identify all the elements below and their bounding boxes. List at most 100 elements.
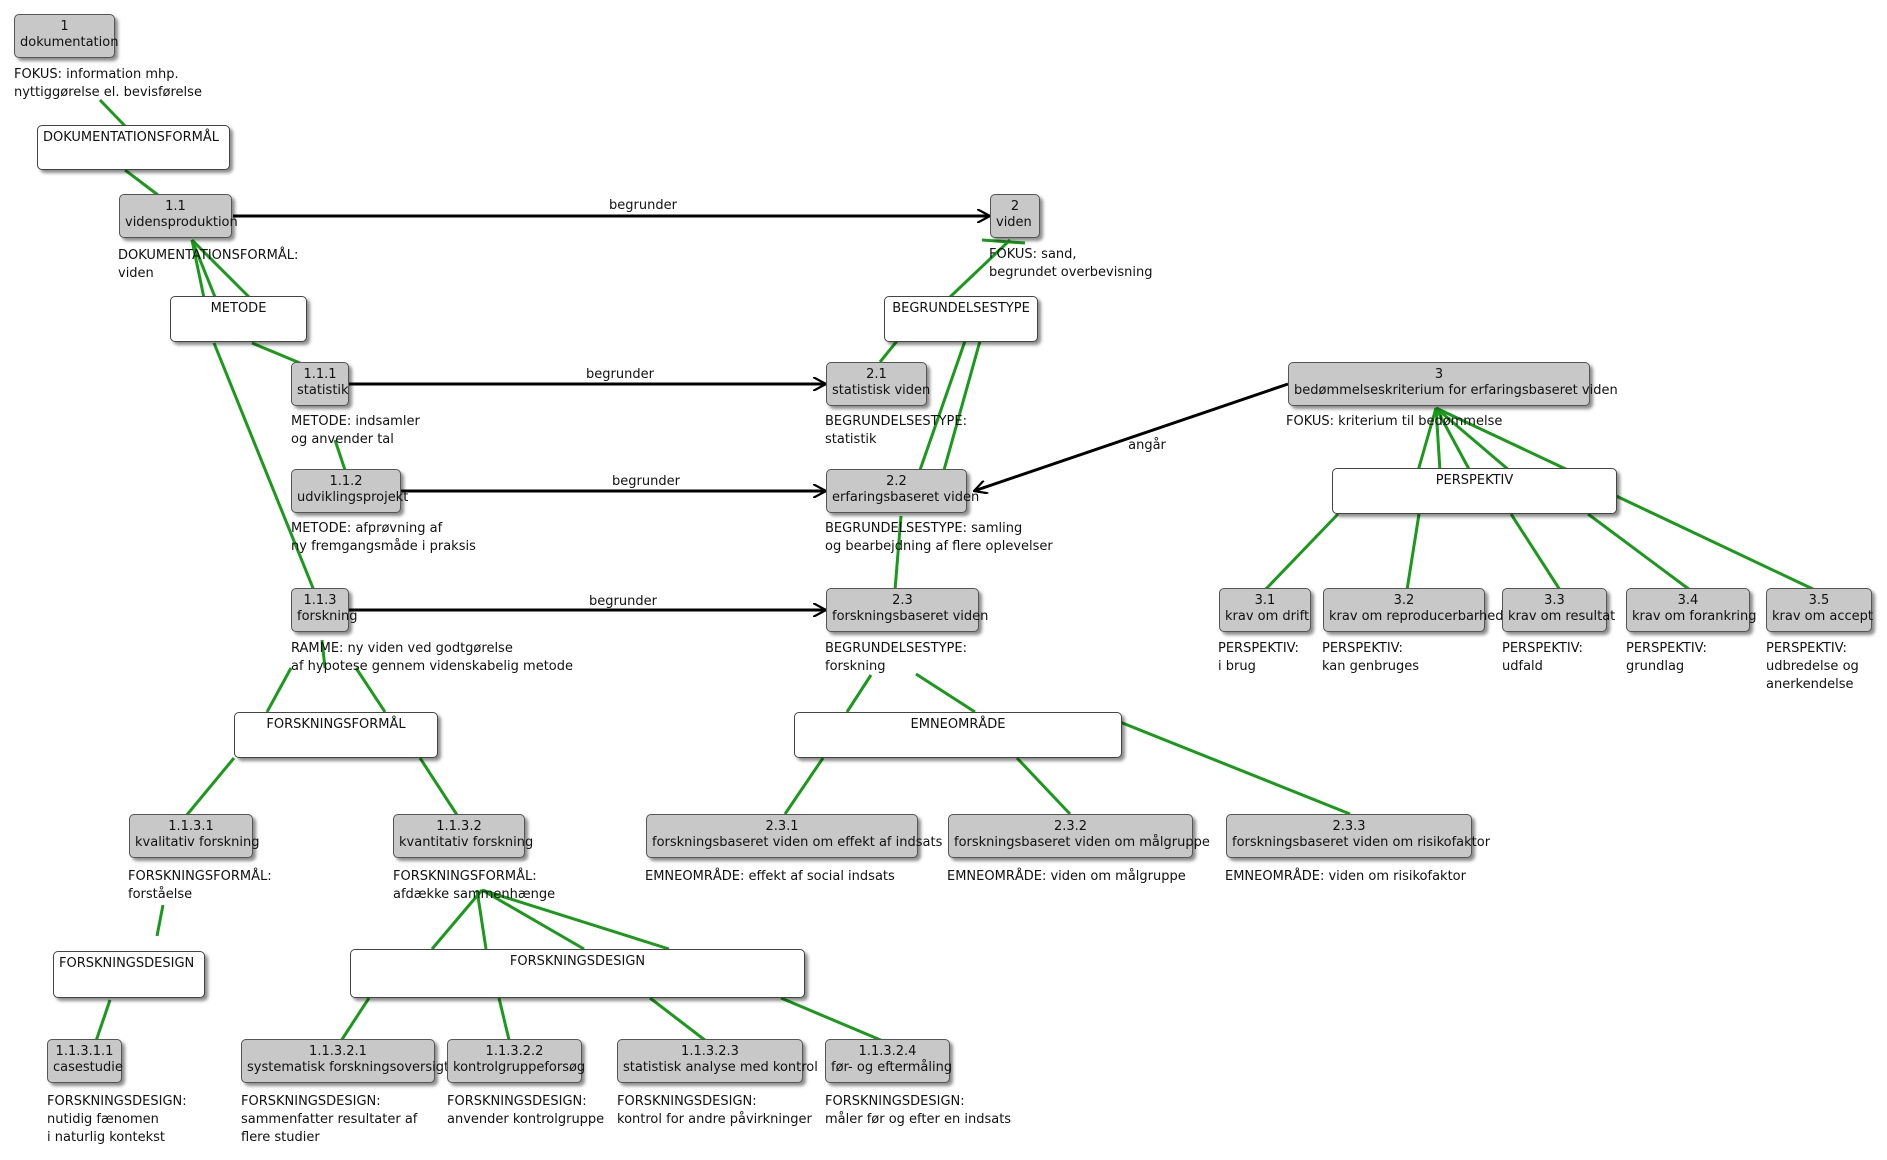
note-line: FORSKNINGSDESIGN: <box>47 1094 187 1109</box>
node-3-bedommelseskriterium[interactable]: 3 bedømmelseskriterium for erfaringsbase… <box>1288 362 1618 406</box>
note-line: statistik <box>825 432 877 447</box>
note-design-casestudie: FORSKNINGSDESIGN: nutidig fænomen i natu… <box>47 1093 187 1147</box>
node-2-3-forskningsbaseret-viden[interactable]: 2.3 forskningsbaseret viden <box>826 588 988 632</box>
note-line: FORSKNINGSDESIGN: <box>617 1094 757 1109</box>
node-1-1-3-2-1-systematisk-forskningsoversigt[interactable]: 1.1.3.2.1 systematisk forskningsoversigt <box>241 1039 449 1083</box>
note-perspektiv-udbredelse: PERSPEKTIV: udbredelse og anerkendelse <box>1766 640 1859 694</box>
node-1-1-3-2-3-statistisk-analyse[interactable]: 1.1.3.2.3 statistisk analyse med kontrol <box>617 1039 818 1083</box>
node-1-dokumentation[interactable]: 1 dokumentation <box>14 14 118 58</box>
node-3-5-krav-om-accept[interactable]: 3.5 krav om accept <box>1766 588 1874 632</box>
node-1-1-vidensproduktion[interactable]: 1.1 vidensproduktion <box>119 194 238 238</box>
node-number: 1.1.3.2.2 <box>485 1044 544 1059</box>
link <box>878 340 899 363</box>
note-dokumentationsformaal: DOKUMENTATIONSFORMÅL: viden <box>118 247 298 283</box>
link <box>893 515 903 591</box>
note-line: flere studier <box>241 1130 320 1145</box>
link <box>475 889 488 950</box>
header-perspektiv[interactable]: PERSPEKTIV <box>1332 468 1617 514</box>
node-number: 1.1 <box>165 199 186 214</box>
note-line: og bearbejdning af flere oplevelser <box>825 539 1053 554</box>
node-label: krav om accept <box>1772 609 1874 624</box>
node-1-1-3-2-2-kontrolgruppeforsog[interactable]: 1.1.3.2.2 kontrolgruppeforsøg <box>447 1039 586 1083</box>
node-1-1-3-forskning[interactable]: 1.1.3 forskning <box>291 588 358 632</box>
node-number: 3.3 <box>1544 593 1565 608</box>
node-label: statistisk analyse med kontrol <box>623 1060 818 1075</box>
header-begrundelsestype[interactable]: BEGRUNDELSESTYPE <box>884 296 1038 342</box>
note-line: EMNEOMRÅDE: viden om målgruppe <box>947 869 1186 884</box>
note-begrundelsestype-forskning: BEGRUNDELSESTYPE: forskning <box>825 640 967 676</box>
link <box>780 996 891 1046</box>
note-line: BEGRUNDELSESTYPE: <box>825 641 967 656</box>
node-label: krav om forankring <box>1632 609 1757 624</box>
header-emneomraade[interactable]: EMNEOMRÅDE <box>794 712 1122 758</box>
note-line: forståelse <box>128 887 193 902</box>
note-line: af hypotese gennem videnskabelig metode <box>291 659 573 674</box>
node-3-2-krav-om-reproducerbarhed[interactable]: 3.2 krav om reproducerbarhed <box>1323 588 1504 632</box>
node-3-4-krav-om-forankring[interactable]: 3.4 krav om forankring <box>1626 588 1757 632</box>
node-3-1-krav-om-drift[interactable]: 3.1 krav om drift <box>1219 588 1311 632</box>
note-line: anerkendelse <box>1766 677 1854 692</box>
link <box>497 997 512 1045</box>
link <box>1405 513 1421 591</box>
note-line: BEGRUNDELSESTYPE: samling <box>825 521 1023 536</box>
link <box>981 238 1026 245</box>
node-number: 2.3.1 <box>765 819 799 834</box>
note-line: i brug <box>1218 659 1256 674</box>
note-metode-afprovning: METODE: afprøvning af ny fremgangsmåde i… <box>291 520 476 556</box>
link <box>354 667 387 713</box>
link <box>649 996 711 1046</box>
note-line: PERSPEKTIV: <box>1766 641 1847 656</box>
link <box>1416 407 1438 472</box>
link <box>337 997 371 1045</box>
link <box>845 674 873 713</box>
note-line: METODE: indsamler <box>291 414 420 429</box>
node-2-1-statistisk-viden[interactable]: 2.1 statistisk viden <box>826 362 930 406</box>
arrow-3-to-2-2 <box>974 382 1289 491</box>
link <box>915 672 976 714</box>
node-2-2-erfaringsbaseret-viden[interactable]: 2.2 erfaringsbaseret viden <box>826 469 980 513</box>
node-label: krav om drift <box>1225 609 1310 624</box>
note-ramme: RAMME: ny viden ved godtgørelse af hypot… <box>291 640 573 676</box>
note-perspektiv-udfald: PERSPEKTIV: udfald <box>1502 640 1583 676</box>
header-forskningsformaal[interactable]: FORSKNINGSFORMÅL <box>234 712 438 758</box>
node-label: forskningsbaseret viden om effekt af ind… <box>652 835 943 850</box>
note-line: PERSPEKTIV: <box>1502 641 1583 656</box>
node-label: erfaringsbaseret viden <box>832 490 980 505</box>
link <box>942 340 982 471</box>
note-line: forskning <box>825 659 886 674</box>
note-line: sammenfatter resultater af <box>241 1112 418 1127</box>
note-metode-statistik: METODE: indsamler og anvender tal <box>291 413 420 449</box>
node-2-viden[interactable]: 2 viden <box>990 194 1040 238</box>
note-line: FOKUS: information mhp. <box>14 67 179 82</box>
node-number: 2.3 <box>892 593 913 608</box>
node-label: forskningsbaseret viden om risikofaktor <box>1232 835 1491 850</box>
node-2-3-2-maalgruppe[interactable]: 2.3.2 forskningsbaseret viden om målgrup… <box>948 814 1210 858</box>
node-number: 2 <box>1010 199 1020 214</box>
link <box>1611 492 1816 592</box>
node-1-1-3-2-4-for-og-eftermaaling[interactable]: 1.1.3.2.4 før- og eftermåling <box>825 1039 952 1083</box>
note-line: FOKUS: kriterium til bedømmelse <box>1286 414 1503 429</box>
node-1-1-2-udviklingsprojekt[interactable]: 1.1.2 udviklingsprojekt <box>291 469 408 513</box>
node-number: 1.1.3.2.3 <box>681 1044 739 1059</box>
node-1-1-3-1-1-casestudie[interactable]: 1.1.3.1.1 casestudie <box>47 1039 123 1083</box>
node-1-1-1-statistik[interactable]: 1.1.1 statistik <box>291 362 349 406</box>
node-1-1-3-1-kvalitativ-forskning[interactable]: 1.1.3.1 kvalitativ forskning <box>129 814 260 858</box>
header-forskningsdesign[interactable]: FORSKNINGSDESIGN <box>350 949 805 998</box>
note-line: FORSKNINGSFORMÅL: <box>128 869 272 884</box>
header-dokumentationsformaal[interactable]: DOKUMENTATIONSFORMÅL <box>37 125 230 170</box>
node-2-3-3-risikofaktor[interactable]: 2.3.3 forskningsbaseret viden om risikof… <box>1226 814 1491 858</box>
relation-label-begrunder: begrunder <box>586 367 654 382</box>
node-label: kontrolgruppeforsøg <box>453 1060 586 1075</box>
node-3-3-krav-om-resultat[interactable]: 3.3 krav om resultat <box>1502 588 1615 632</box>
note-line: EMNEOMRÅDE: effekt af social indsats <box>645 869 895 884</box>
node-number: 1.1.1 <box>303 367 337 382</box>
note-line: FORSKNINGSFORMÅL: <box>393 869 537 884</box>
link <box>190 239 217 298</box>
node-1-1-3-2-kvantitativ-forskning[interactable]: 1.1.3.2 kvantitativ forskning <box>393 814 533 858</box>
node-2-3-1-effekt-af-indsats[interactable]: 2.3.1 forskningsbaseret viden om effekt … <box>646 814 943 858</box>
header-forskningsdesign[interactable]: FORSKNINGSDESIGN <box>53 951 205 998</box>
header-metode[interactable]: METODE <box>170 296 307 342</box>
note-design-for-efter: FORSKNINGSDESIGN: måler før og efter en … <box>825 1093 1011 1129</box>
link <box>179 757 236 823</box>
